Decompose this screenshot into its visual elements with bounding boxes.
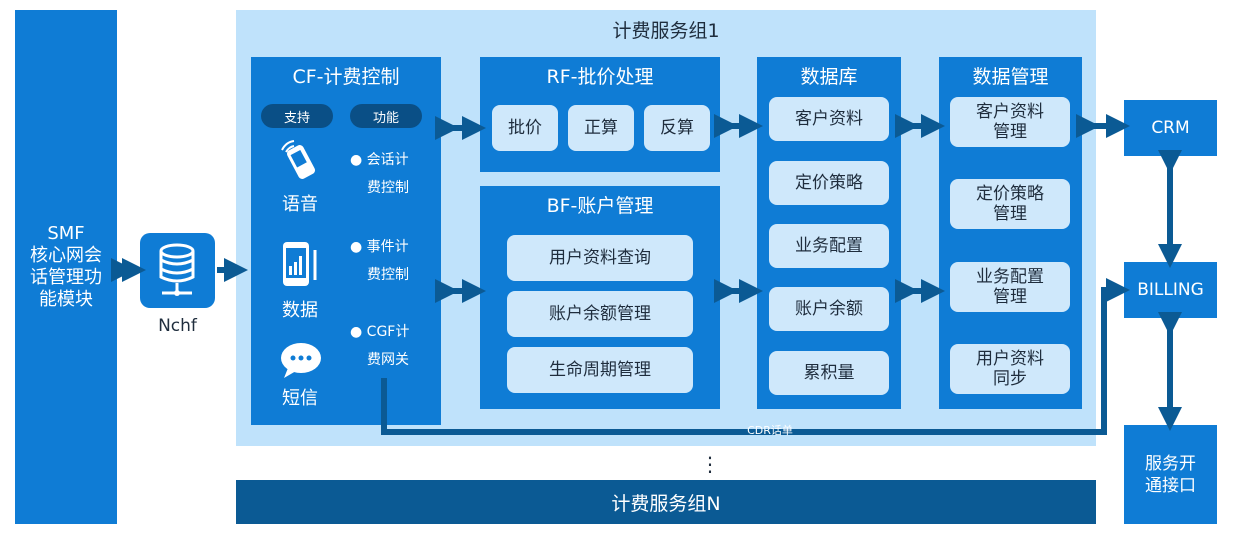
rf-chip-reverse: 反算 <box>644 105 710 151</box>
bf-title: BF-账户管理 <box>546 194 654 217</box>
ellipsis-icon: ⋮ <box>700 452 720 476</box>
crm-box: CRM <box>1124 100 1217 156</box>
cf-function-2-line2: 费控制 <box>367 267 409 283</box>
cf-function-session: ● 会话计 费控制 <box>350 146 430 202</box>
db-chip-pricing-policy: 定价策略 <box>769 161 889 205</box>
dm-chip-service-mgmt: 业务配置 管理 <box>950 262 1070 312</box>
dm-chip-pricing-mgmt: 定价策略 管理 <box>950 179 1070 229</box>
cdr-line <box>381 278 1130 435</box>
dm-title: 数据管理 <box>972 65 1049 88</box>
smf-module: SMF 核心网会 话管理功 能模块 <box>15 10 117 524</box>
billing-box: BILLING <box>1124 262 1217 318</box>
cf-item-voice-label: 语音 <box>282 194 318 215</box>
cf-function-event: ● 事件计 费控制 <box>350 233 430 289</box>
billing-service-group-n: 计费服务组N <box>236 480 1096 524</box>
bf-chip-user-query: 用户资料查询 <box>507 235 693 281</box>
cf-title: CF-计费控制 <box>292 65 400 88</box>
nchf-label: Nchf <box>158 316 197 336</box>
cf-pill-support: 支持 <box>261 104 333 128</box>
chat-bubble-icon <box>281 343 321 378</box>
mobile-phone-signal-icon <box>281 140 316 179</box>
bullet-icon: ● <box>350 239 367 255</box>
db-chip-accumulation: 累积量 <box>769 351 889 395</box>
bullet-icon: ● <box>350 324 367 340</box>
cf-item-sms-label: 短信 <box>282 388 318 409</box>
db-chip-customer: 客户资料 <box>769 97 889 141</box>
rf-chip-pricing: 批价 <box>492 105 558 151</box>
bullet-icon: ● <box>350 152 367 168</box>
db-chip-balance: 账户余额 <box>769 287 889 331</box>
rf-chip-forward: 正算 <box>568 105 634 151</box>
cf-item-data-label: 数据 <box>282 300 318 321</box>
db-title: 数据库 <box>800 65 858 88</box>
cdr-label: CDR话单 <box>747 424 793 437</box>
service-provision-box: 服务开 通接口 <box>1124 425 1217 524</box>
bf-chip-balance: 账户余额管理 <box>507 291 693 337</box>
rf-title: RF-批价处理 <box>546 65 654 88</box>
smartphone-chart-icon <box>283 242 317 286</box>
bf-chip-lifecycle: 生命周期管理 <box>507 347 693 393</box>
cf-function-1-line2: 费控制 <box>367 180 409 196</box>
nchf-icon-box <box>140 233 215 308</box>
group1-title: 计费服务组1 <box>612 20 720 42</box>
dm-chip-user-sync: 用户资料 同步 <box>950 344 1070 394</box>
cf-pill-function: 功能 <box>350 104 422 128</box>
database-network-icon <box>159 243 195 296</box>
cf-function-3-line2: 费网关 <box>367 352 409 368</box>
cf-function-3-line1: CGF计 <box>366 324 410 340</box>
cf-function-2-line1: 事件计 <box>366 239 409 255</box>
dm-chip-customer-mgmt: 客户资料 管理 <box>950 97 1070 147</box>
db-chip-service-config: 业务配置 <box>769 224 889 268</box>
cf-function-cgf: ● CGF计 费网关 <box>350 318 430 374</box>
cf-function-1-line1: 会话计 <box>366 152 409 168</box>
